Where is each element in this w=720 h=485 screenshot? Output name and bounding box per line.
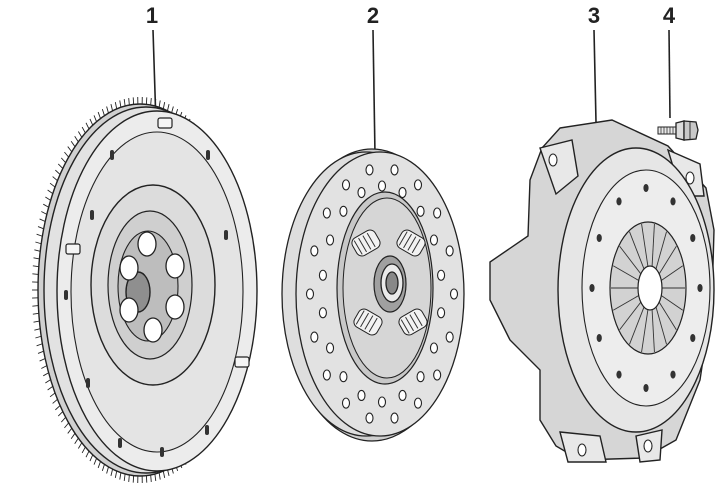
cover-holes [589, 184, 703, 392]
flywheel-icon [32, 97, 258, 483]
diaphragm-spring-fingers [611, 223, 685, 353]
callout-label-2: 2 [366, 3, 380, 28]
callout-label-1: 1 [145, 3, 159, 28]
dowel-pins [65, 117, 250, 368]
clutch-disc-icon [281, 148, 465, 442]
crank-bolt-holes [119, 231, 185, 343]
facing-rivets [305, 164, 459, 424]
leader-line-3 [593, 29, 597, 123]
callout-label-3: 3 [587, 3, 601, 28]
bolt-icon [657, 120, 699, 141]
leader-line-4 [668, 29, 671, 119]
face-slots [64, 150, 228, 457]
leader-line-2 [372, 29, 376, 156]
callout-label-4: 4 [662, 3, 676, 28]
leader-lines [152, 29, 671, 156]
pressure-plate-icon [489, 119, 715, 463]
damper-springs [351, 229, 428, 336]
